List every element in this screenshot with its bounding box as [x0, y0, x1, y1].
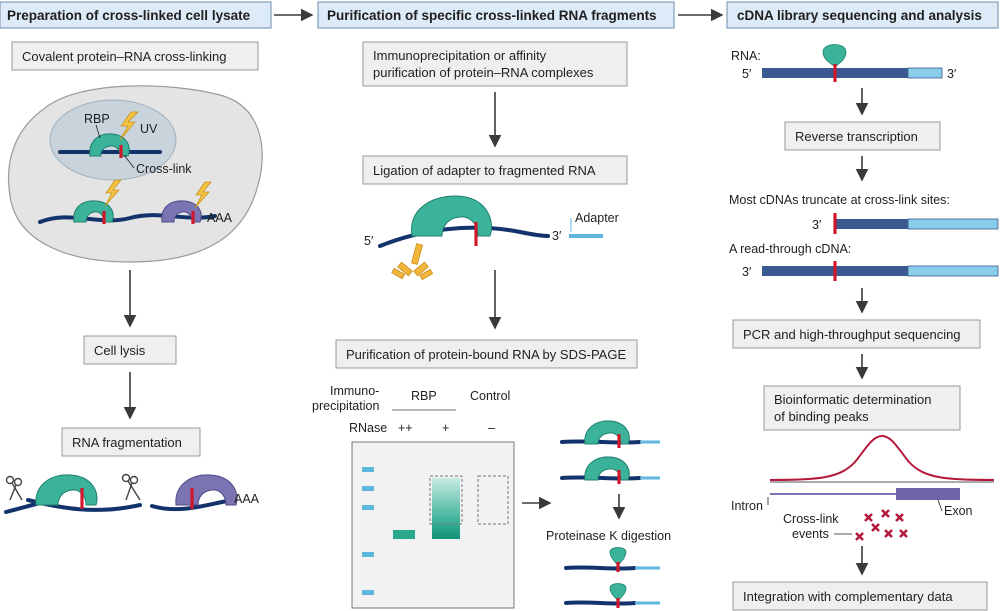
ladder-band-3 [362, 505, 374, 510]
gel-label-rbp: RBP [411, 389, 437, 403]
header-col2: Purification of specific cross-linked RN… [317, 1, 675, 29]
uv-bolt-icon-2 [104, 179, 122, 207]
step-lysis: Cell lysis [83, 335, 177, 365]
step-crosslinking: Covalent protein–RNA cross-linking [11, 41, 259, 71]
antibody-icon [391, 243, 434, 281]
label-rna: RNA: [731, 49, 761, 63]
lane3-excision-box [477, 475, 509, 525]
label-readthrough: A read-through cDNA: [729, 242, 851, 256]
label-aaa-frag: AAA [234, 492, 260, 506]
readthrough-cdna-light [907, 265, 999, 277]
ladder-band-5 [362, 590, 374, 595]
digested-rna-2 [564, 583, 660, 608]
step-integration: Integration with complementary data [732, 581, 988, 611]
rbp-remnant-icon [822, 44, 847, 68]
gel-label-control: Control [470, 389, 510, 403]
label-crosslink: Cross-link [136, 162, 192, 176]
truncated-cdna-light [907, 218, 999, 230]
step-bioinfo-line2: of binding peaks [774, 409, 869, 424]
label-adapter: Adapter [575, 211, 619, 225]
step-lysis-text: Cell lysis [94, 343, 146, 358]
rbp-ligation [411, 195, 492, 237]
uv-bolt-icon [119, 111, 139, 141]
step-crosslinking-text: Covalent protein–RNA cross-linking [22, 49, 226, 64]
gel-label-ip1: Immuno- [330, 384, 379, 398]
step-bioinfo-line1: Bioinformatic determination [774, 392, 932, 407]
label-truncate: Most cDNAs truncate at cross-link sites: [729, 193, 950, 207]
step-pcr-text: PCR and high-throughput sequencing [743, 327, 961, 342]
header-col3-text: cDNA library sequencing and analysis [737, 8, 982, 23]
crosslink-leader-line [123, 154, 135, 169]
label-5prime-ligation: 5′ [364, 234, 374, 248]
step-pcr: PCR and high-throughput sequencing [732, 319, 981, 349]
label-events-line2: events [792, 527, 829, 541]
label-proteinase: Proteinase K digestion [546, 529, 671, 543]
rbp-fragment [35, 474, 98, 506]
step-sdspage-text: Purification of protein-bound RNA by SDS… [346, 347, 626, 362]
header-col2-text: Purification of specific cross-linked RN… [327, 8, 657, 23]
gel-label-rnase: RNase [349, 421, 387, 435]
header-col1-text: Preparation of cross-linked cell lysate [7, 8, 251, 23]
scissors-icon [5, 475, 23, 501]
step-bioinfo: Bioinformatic determination of binding p… [763, 385, 961, 431]
ladder-band-4 [362, 552, 374, 557]
fragment-left [4, 501, 42, 514]
crosslink-event-marks [855, 509, 908, 541]
rna-bar-light [907, 67, 943, 79]
label-rbp: RBP [84, 112, 110, 126]
rbp-fragment-purple [175, 474, 238, 506]
label-events-line1: Cross-link [783, 512, 839, 526]
ladder-band-2 [362, 486, 374, 491]
step-immunoprecipitation: Immunoprecipitation or affinity purifica… [362, 41, 628, 87]
exon-block [896, 488, 960, 500]
rbp-leader-line [95, 124, 101, 139]
cytoplasm-mrna [38, 213, 217, 224]
label-3prime-ligation: 3′ [552, 229, 562, 243]
uv-bolt-icon-3 [194, 181, 212, 209]
extracted-complex-1 [560, 420, 660, 448]
gel-lane1-label: ++ [398, 421, 413, 435]
label-3prime-truncate: 3′ [812, 218, 822, 232]
step-ip-line1: Immunoprecipitation or affinity [373, 48, 547, 63]
lane2-smear [432, 478, 460, 539]
gel-label-ip2: precipitation [312, 399, 379, 413]
label-3prime-readthrough: 3′ [742, 265, 752, 279]
extracted-complex-2 [560, 456, 660, 484]
label-uv: UV [140, 122, 158, 136]
gel-lane2-label: + [442, 421, 449, 435]
header-col1: Preparation of cross-linked cell lysate [0, 1, 272, 29]
label-intron: Intron [731, 499, 763, 513]
digested-rna-1 [564, 547, 660, 572]
step-rt-text: Reverse transcription [795, 129, 918, 144]
binding-peak-curve [769, 434, 995, 481]
step-ip-line2: purification of protein–RNA complexes [373, 65, 594, 80]
ladder-band-1 [362, 467, 374, 472]
step-fragmentation-text: RNA fragmentation [72, 435, 182, 450]
step-rt: Reverse transcription [784, 121, 941, 151]
label-aaa-cell: AAA [207, 211, 233, 225]
ligation-rna [378, 225, 550, 248]
step-ligation: Ligation of adapter to fragmented RNA [362, 155, 628, 185]
step-fragmentation: RNA fragmentation [61, 427, 201, 457]
exon-leader-line [937, 499, 943, 512]
scissors-icon-2 [121, 473, 141, 501]
lane1-band [393, 530, 415, 539]
step-sdspage: Purification of protein-bound RNA by SDS… [335, 339, 638, 369]
gel-lane3-label: – [488, 421, 495, 435]
truncated-cdna-dark [835, 219, 908, 229]
step-ligation-text: Ligation of adapter to fragmented RNA [373, 163, 596, 178]
step-integration-text: Integration with complementary data [743, 589, 953, 604]
header-col3: cDNA library sequencing and analysis [726, 1, 999, 29]
lane2-excision-box [429, 475, 463, 525]
label-5prime-rna: 5′ [742, 67, 752, 81]
label-3prime-rna: 3′ [947, 67, 957, 81]
label-exon: Exon [944, 504, 973, 518]
